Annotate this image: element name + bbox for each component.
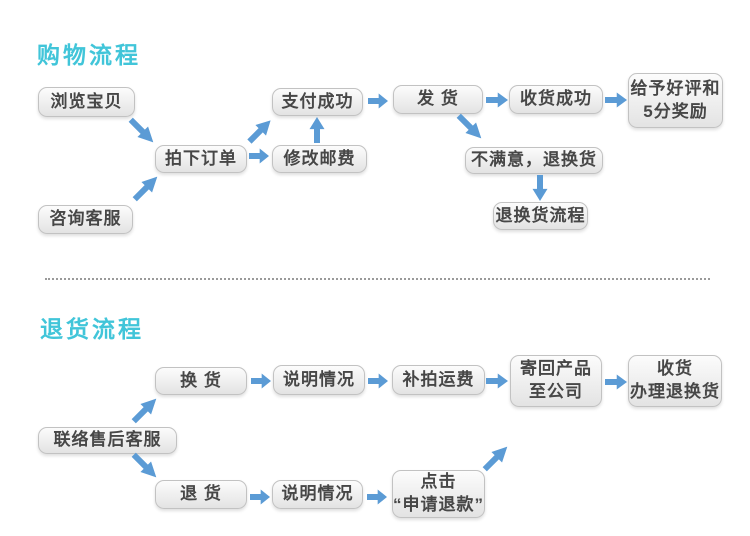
click-apply-refund-to-send-back-arrow-icon (479, 441, 513, 475)
receive-success-to-give-praise-arrow-icon (605, 92, 627, 108)
place-order-to-pay-success-arrow-icon (244, 115, 277, 148)
section-divider (45, 278, 710, 280)
node-browse: 浏览宝贝 (38, 87, 135, 117)
ship-to-unsatisfied-arrow-icon (453, 110, 487, 144)
node-consult-service: 咨询客服 (38, 205, 133, 234)
node-pay-success: 支付成功 (272, 88, 363, 116)
node-unsatisfied: 不满意，退换货 (465, 147, 603, 174)
node-give-praise: 给予好评和 5分奖励 (628, 73, 723, 128)
send-back-to-receive-handle-arrow-icon (605, 374, 627, 390)
modify-postage-to-pay-success-arrow-icon (309, 117, 325, 143)
node-receive-success: 收货成功 (509, 85, 603, 114)
explain-to-extra-freight-arrow-icon (368, 373, 388, 389)
ship-to-receive-success-arrow-icon (486, 92, 508, 108)
extra-freight-to-send-back-arrow-icon (486, 373, 508, 389)
exchange-to-explain-arrow-icon (251, 373, 271, 389)
node-ship: 发 货 (393, 85, 483, 114)
place-order-to-modify-postage-arrow-icon (249, 148, 269, 164)
contact-to-refund-arrow-icon (128, 449, 162, 483)
node-exchange: 换 货 (155, 367, 247, 395)
browse-to-place-order-arrow-icon (125, 114, 159, 148)
node-return-exchange-flow: 退换货流程 (493, 202, 588, 230)
node-receive-handle: 收货 办理退换货 (628, 355, 722, 407)
contact-to-exchange-arrow-icon (128, 393, 162, 427)
consult-to-place-order-arrow-icon (129, 171, 163, 205)
node-refund: 退 货 (155, 480, 247, 509)
node-modify-postage: 修改邮费 (272, 145, 367, 173)
node-place-order: 拍下订单 (155, 145, 247, 173)
refund-to-explain-arrow-icon (250, 489, 270, 505)
node-extra-freight: 补拍运费 (392, 365, 485, 395)
node-contact-service: 联络售后客服 (38, 427, 177, 454)
node-send-back: 寄回产品 至公司 (510, 355, 602, 407)
pay-success-to-ship-arrow-icon (368, 93, 388, 109)
return-flow-title: 退货流程 (40, 316, 144, 342)
node-click-apply-refund: 点击 “申请退款” (392, 470, 485, 518)
node-explain-top: 说明情况 (273, 365, 365, 395)
node-explain-bottom: 说明情况 (272, 480, 363, 509)
explain-to-click-apply-refund-arrow-icon (367, 489, 387, 505)
purchase-flow-title: 购物流程 (37, 42, 141, 68)
unsatisfied-to-return-exchange-flow-arrow-icon (532, 175, 548, 201)
